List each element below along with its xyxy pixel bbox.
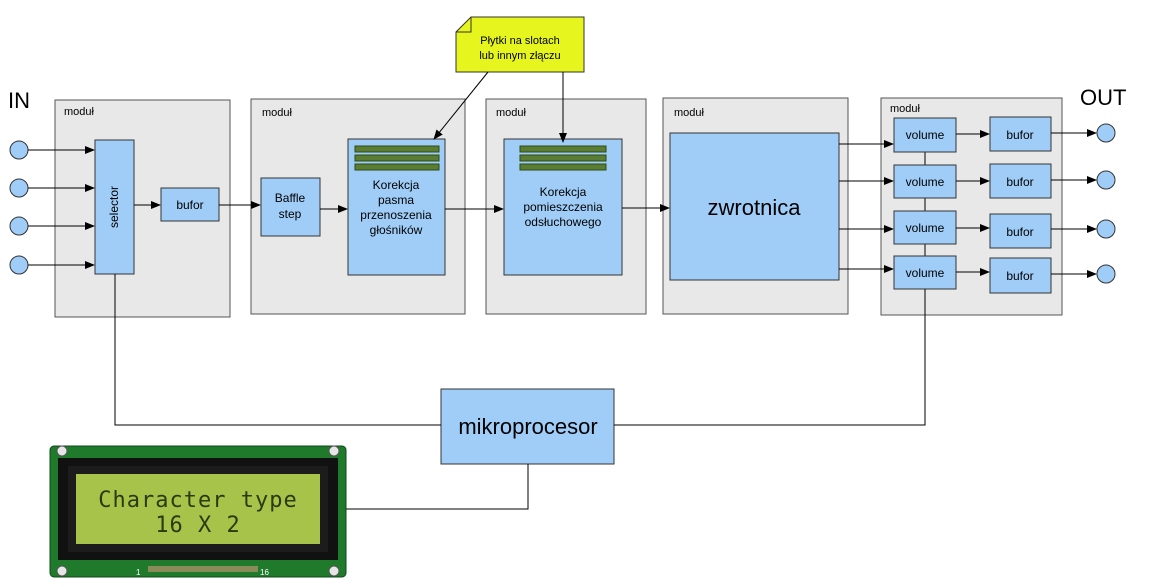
- selector-label: selector: [107, 186, 121, 228]
- volume-label-4: volume: [906, 266, 945, 280]
- buffer-label: bufor: [176, 198, 203, 212]
- output-terminal-4: [1096, 264, 1116, 284]
- lcd-pin-header: [148, 566, 258, 572]
- buffer-label-5: bufor: [1006, 269, 1033, 283]
- volume-block-4: volume: [893, 255, 957, 290]
- lcd-pin-last: 16: [260, 568, 269, 577]
- speaker-correction-line-1: Korekcja: [373, 178, 420, 192]
- input-terminal-4: [9, 255, 29, 275]
- callout-line-1: Płytki na slotach: [480, 35, 559, 47]
- card-slot-6: [519, 163, 607, 171]
- buffer-block-1: bufor: [160, 187, 220, 222]
- speaker-correction-line-4: głośników: [370, 223, 423, 237]
- microprocessor-label: mikroprocesor: [458, 414, 597, 439]
- room-correction-block: Korekcja pomieszczenia odsłuchowego: [503, 138, 623, 276]
- input-terminal-1: [9, 140, 29, 160]
- buffer-label-4: bufor: [1006, 225, 1033, 239]
- input-terminal-2: [9, 178, 29, 198]
- callout-note: Płytki na slotach lub innym złączu: [455, 16, 585, 73]
- card-slot-4: [519, 145, 607, 153]
- lcd-pin-first: 1: [136, 568, 141, 577]
- card-slot-3: [354, 163, 440, 171]
- room-correction-line-1: Korekcja: [540, 185, 587, 199]
- lcd-line-2: 16 X 2: [155, 513, 240, 538]
- buffer-block-4: bufor: [989, 213, 1052, 249]
- buffer-label-2: bufor: [1006, 128, 1033, 142]
- card-slot-1: [354, 145, 440, 153]
- output-terminal-1: [1096, 123, 1116, 143]
- volume-label-3: volume: [906, 221, 945, 235]
- crossover-block: zwrotnica: [669, 132, 840, 281]
- volume-block-1: volume: [893, 117, 957, 153]
- module-5-label: moduł: [890, 103, 921, 115]
- crossover-label: zwrotnica: [708, 195, 802, 220]
- baffle-step-block: Baffle step: [260, 177, 321, 237]
- microprocessor-block: mikroprocesor: [440, 388, 615, 465]
- input-terminals: [9, 140, 95, 275]
- room-correction-line-2: pomieszczenia: [523, 200, 603, 214]
- module-1-label: moduł: [64, 106, 95, 118]
- in-label: IN: [8, 88, 30, 113]
- card-slot-2: [354, 154, 440, 162]
- module-3-label: moduł: [496, 107, 527, 119]
- module-4-label: moduł: [674, 107, 705, 119]
- buffer-block-3: bufor: [989, 163, 1052, 199]
- buffer-block-2: bufor: [989, 116, 1052, 152]
- buffer-label-3: bufor: [1006, 175, 1033, 189]
- selector-block: selector: [94, 139, 135, 275]
- output-terminals: [1096, 123, 1116, 284]
- input-terminal-3: [9, 216, 29, 236]
- lcd-display: Character type 16 X 2 1 16: [49, 445, 347, 578]
- speaker-correction-line-2: pasma: [378, 193, 414, 207]
- card-slot-5: [519, 154, 607, 162]
- volume-label-1: volume: [906, 128, 945, 142]
- out-label: OUT: [1080, 85, 1126, 110]
- lcd-line-1: Character type: [98, 488, 297, 513]
- callout-line-2: lub innym złączu: [479, 50, 560, 62]
- room-correction-line-3: odsłuchowego: [525, 215, 602, 229]
- speaker-correction-line-3: przenoszenia: [360, 208, 432, 222]
- baffle-label-1: Baffle: [275, 191, 306, 205]
- buffer-block-5: bufor: [989, 257, 1052, 294]
- volume-block-2: volume: [893, 164, 957, 199]
- volume-block-3: volume: [893, 210, 957, 245]
- volume-label-2: volume: [906, 175, 945, 189]
- baffle-label-2: step: [279, 207, 302, 221]
- speaker-correction-block: Korekcja pasma przenoszenia głośników: [347, 138, 446, 276]
- lcd-screen: [76, 474, 320, 544]
- module-2-label: moduł: [262, 107, 293, 119]
- output-terminal-3: [1096, 219, 1116, 239]
- output-terminal-2: [1096, 170, 1116, 190]
